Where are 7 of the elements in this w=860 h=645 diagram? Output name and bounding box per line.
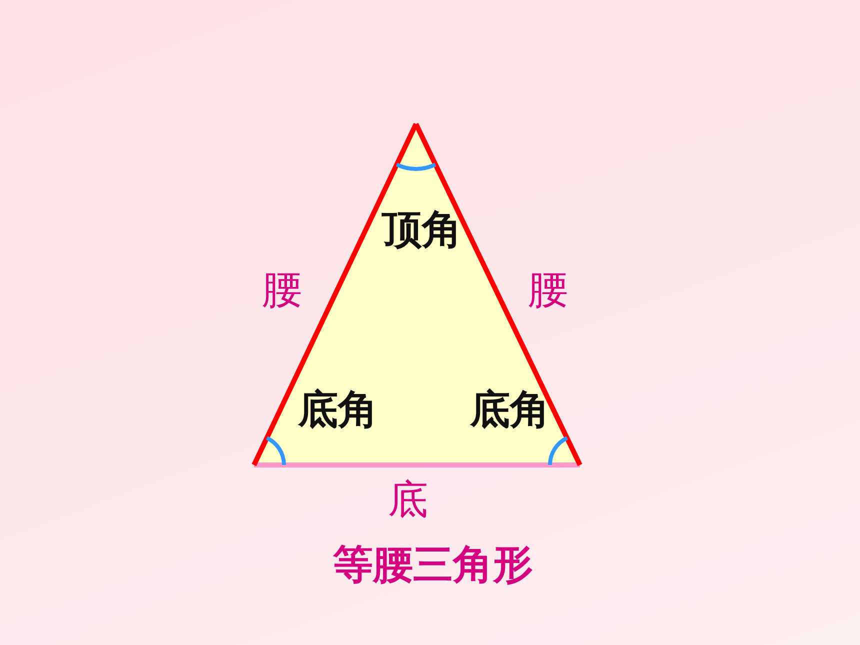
leg-label: 腰 [262,270,302,310]
caption: 等腰三角形 [333,545,533,585]
base-angle-label: 底角 [298,390,378,430]
base-angle-label: 底角 [470,390,550,430]
base-label: 底 [388,480,428,520]
leg-label: 腰 [528,270,568,310]
apex-angle-label: 顶角 [382,210,462,250]
